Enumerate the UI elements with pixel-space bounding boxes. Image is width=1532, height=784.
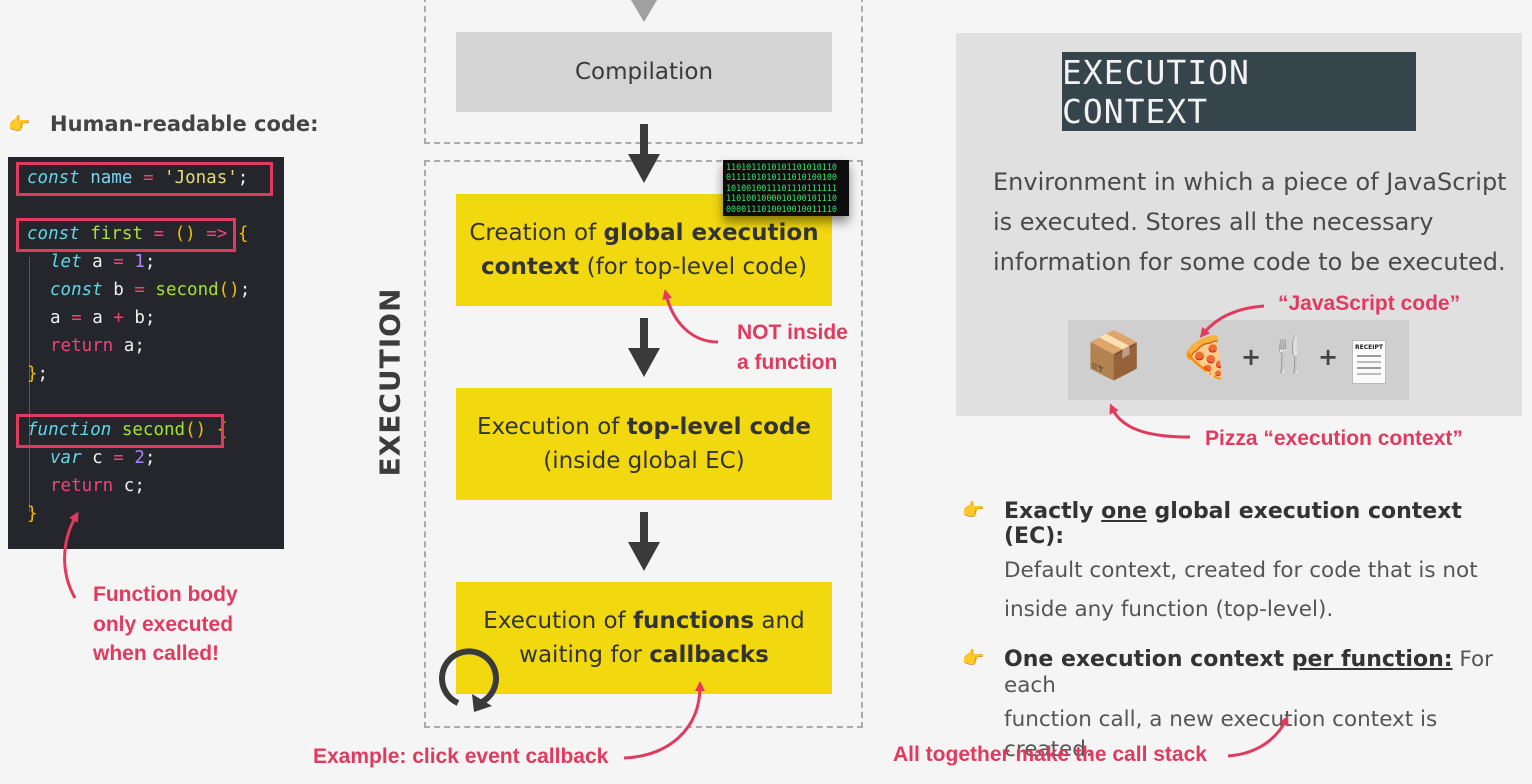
code-line-11: } — [27, 504, 38, 524]
code-line-9: var c = 2; — [50, 448, 156, 468]
pointing-hand-icon: 👉 — [962, 500, 985, 521]
plus-sign: + — [1241, 343, 1262, 371]
pointing-hand-icon: 👉 — [962, 648, 985, 669]
example-callback-arrow — [623, 681, 705, 760]
javascript-code-note: “JavaScript code” — [1278, 292, 1461, 315]
package-box-icon: 📦 — [1085, 328, 1143, 382]
execution-context-title: EXECUTION CONTEXT — [1062, 52, 1416, 131]
code-line-8: function second() { — [27, 420, 228, 440]
pizza-execution-context-note: Pizza “execution context” — [1205, 427, 1463, 450]
indent-guide — [29, 257, 30, 477]
incoming-arrow-icon — [631, 0, 657, 22]
per-function-ec-bullet: One execution context per function: For … — [1004, 647, 1493, 762]
not-inside-function-note: NOT inside a function — [737, 321, 848, 374]
call-stack-arrow — [1227, 715, 1289, 758]
human-readable-code-heading: Human-readable code: — [50, 112, 319, 136]
code-line-2: const first = () => { — [27, 224, 249, 244]
receipt-icon: RECEIPT — [1352, 340, 1386, 384]
code-line-3: let a = 1; — [50, 252, 156, 272]
highlight-box-name-declaration — [16, 162, 273, 196]
flow-arrow-icon — [628, 512, 660, 571]
highlight-box-first-function — [16, 218, 236, 252]
function-body-note: Function body only executed when called! — [93, 583, 238, 665]
code-line-5: a = a + b; — [50, 308, 156, 328]
example-click-callback-note: Example: click event callback — [313, 745, 609, 768]
global-ec-bullet: Exactly one global execution context (EC… — [1004, 499, 1478, 622]
not-inside-arrow — [662, 289, 719, 344]
machine-code-image: 1101011010101101010110 01111010101110101… — [723, 160, 849, 216]
indent-guide — [29, 452, 30, 512]
code-line-1: const name = 'Jonas'; — [27, 168, 249, 188]
pointing-hand-icon: 👉 — [8, 114, 31, 135]
code-line-10: return c; — [50, 476, 145, 496]
code-panel: const name = 'Jonas'; const first = () =… — [8, 157, 284, 549]
code-line-4: const b = second(); — [50, 280, 251, 300]
pizza-ec-arrow — [1109, 403, 1191, 439]
loop-icon — [439, 648, 499, 712]
code-line-6: return a; — [50, 336, 145, 356]
flow-arrow-icon — [628, 318, 660, 377]
plus-sign: + — [1318, 343, 1339, 371]
pizza-icon: 🍕 — [1180, 335, 1230, 381]
cutlery-icon: 🍴 — [1268, 335, 1311, 375]
function-body-arrow — [63, 511, 79, 599]
flow-arrow-icon — [628, 124, 660, 183]
compilation-box: Compilation — [456, 32, 832, 112]
highlight-box-second-function — [16, 414, 224, 448]
call-stack-note: All together make the call stack — [893, 743, 1207, 766]
execution-context-description: Environment in which a piece of JavaScri… — [993, 168, 1507, 276]
execution-top-level-box: Execution of top-level code(inside globa… — [456, 388, 832, 500]
code-line-7: }; — [27, 364, 49, 384]
javascript-code-arrow — [1199, 304, 1265, 338]
